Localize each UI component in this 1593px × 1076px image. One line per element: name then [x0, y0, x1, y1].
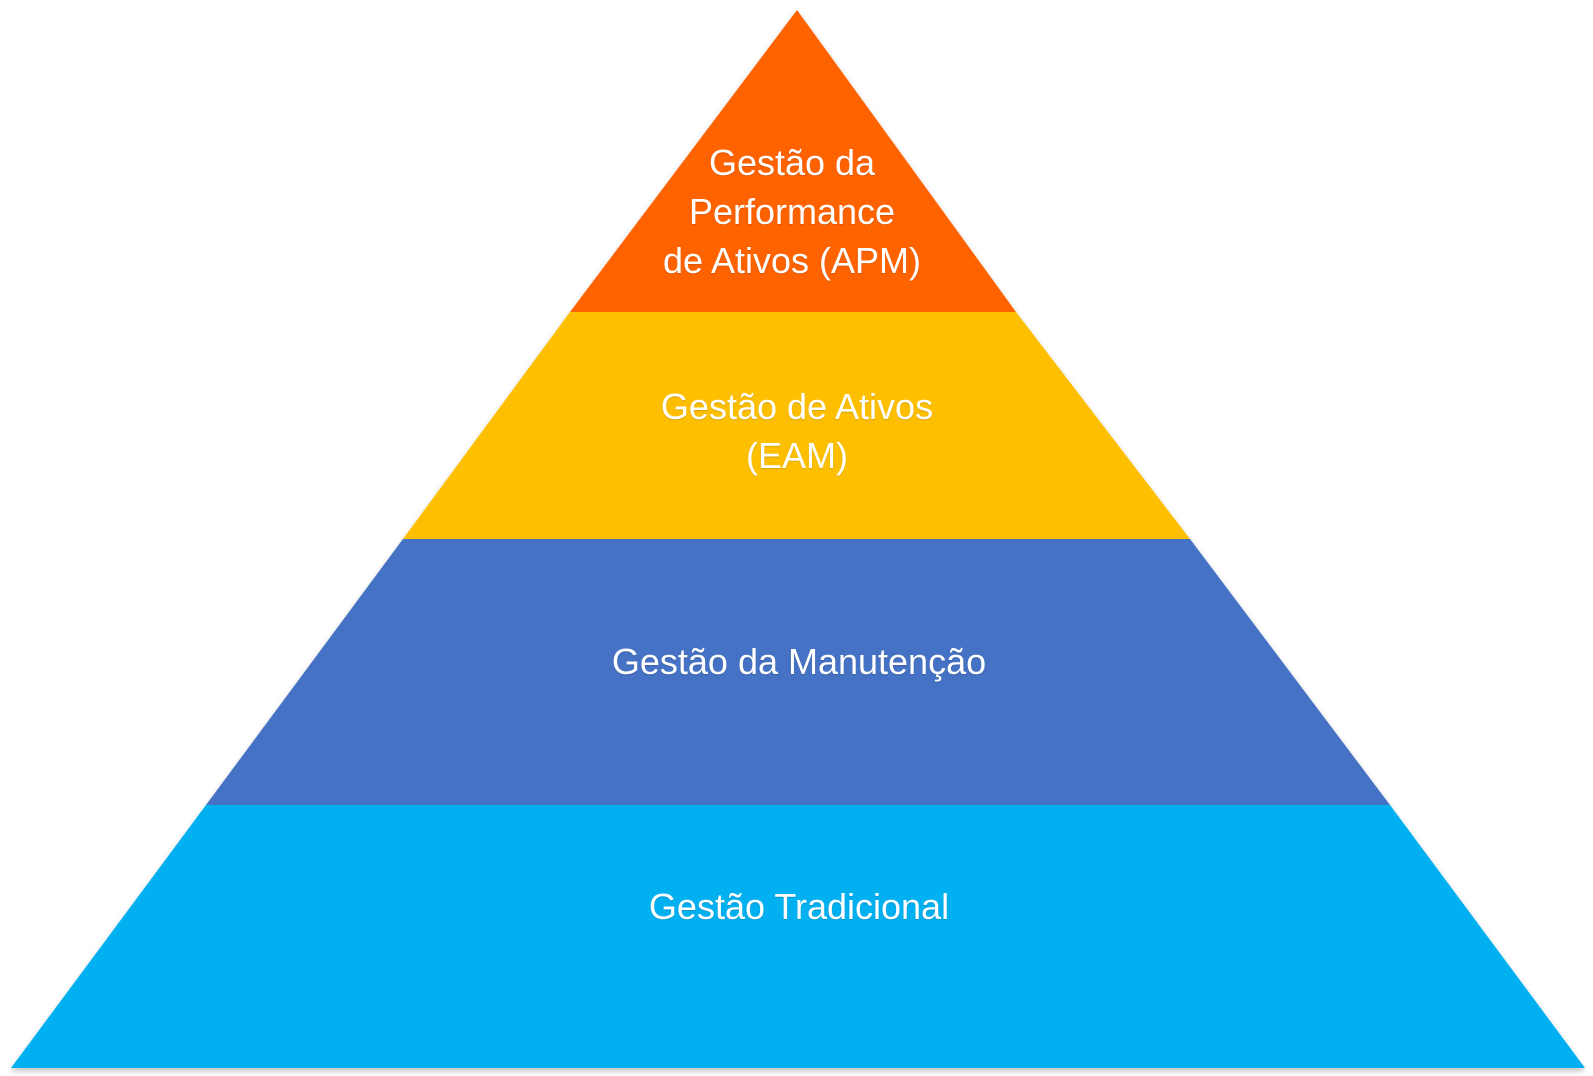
layer-eam-label: Gestão de Ativos (EAM)	[660, 386, 934, 476]
layer-manutencao-label: Gestão da Manutenção	[611, 641, 987, 682]
layer-tradicional-label: Gestão Tradicional	[648, 886, 950, 927]
layer-apm-shape	[570, 10, 1016, 312]
layer-tradicional-shape	[11, 805, 1585, 1068]
layer-manutencao-shape	[206, 539, 1390, 805]
layer-apm-label: Gestão da Performance de Ativos (APM)	[662, 142, 922, 281]
layer-eam-shape	[403, 312, 1190, 539]
